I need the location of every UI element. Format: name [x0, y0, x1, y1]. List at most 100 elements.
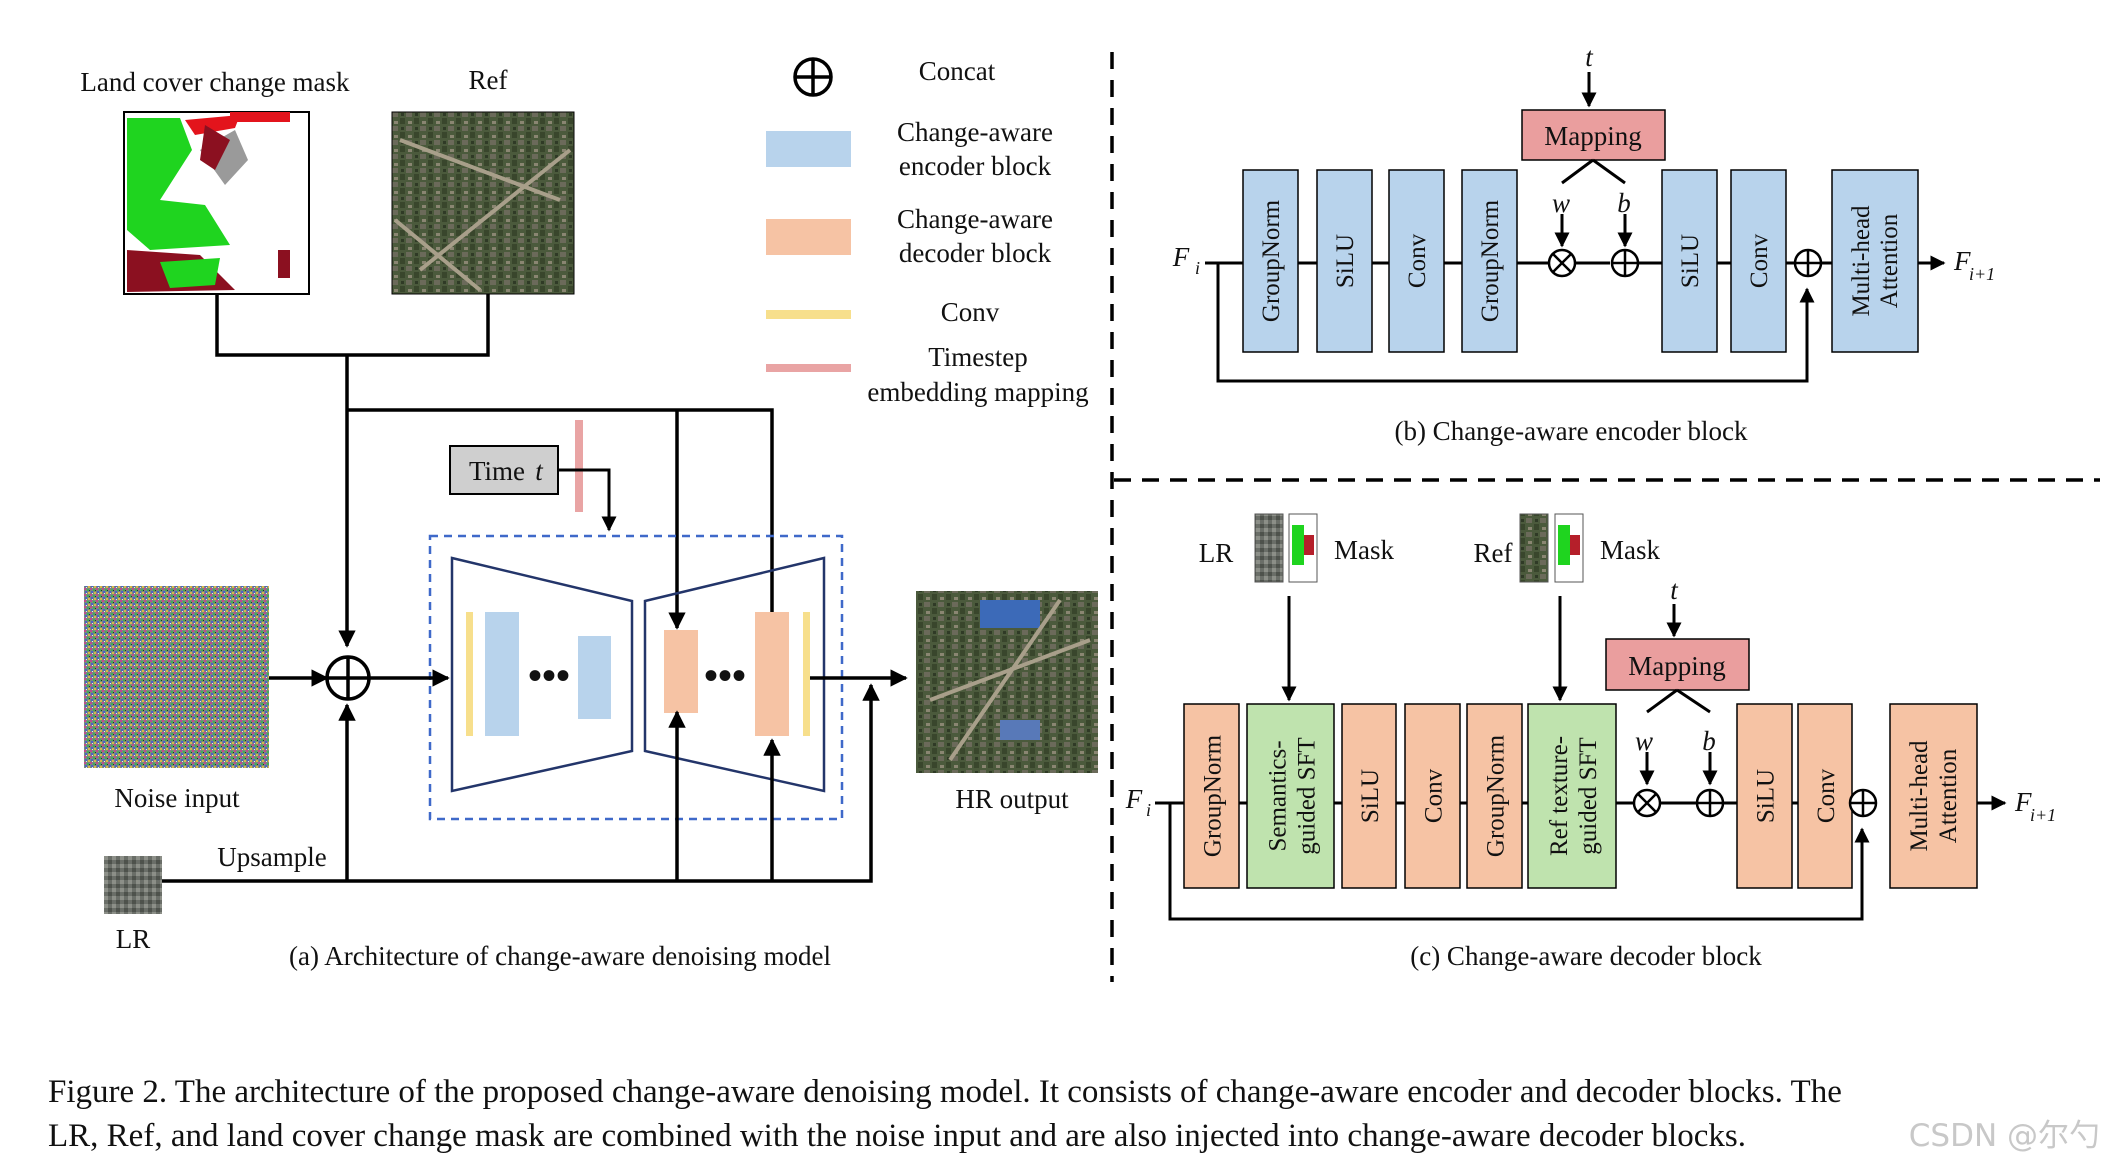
panel-c-block-groupnorm-2	[1466, 703, 1523, 889]
panel-b-caption: (b) Change-aware encoder block	[1394, 416, 1748, 446]
noise-input-image	[84, 586, 269, 768]
encoder-input-conv	[466, 612, 473, 736]
panel-c-block-label-groupnorm-1: GroupNorm	[1200, 734, 1227, 857]
legend-decoder-label-2: decoder block	[899, 238, 1052, 268]
panel-b-mapping-label: Mapping	[1544, 121, 1642, 151]
panel-c-block-groupnorm-1	[1183, 703, 1240, 889]
upsample-label: Upsample	[217, 842, 326, 872]
time-input-box	[449, 445, 559, 495]
mask-image-label: Land cover change mask	[80, 67, 350, 97]
encoder-block-1	[485, 612, 519, 736]
panel-b-output-sub: i+1	[1969, 264, 1995, 284]
concat-node	[325, 655, 371, 701]
panel-c-add-node	[1695, 788, 1725, 818]
panel-b-block-label-1: GroupNorm	[1258, 199, 1285, 322]
panel-c-input-sub: i	[1146, 800, 1151, 820]
panel-c-block-ref-texture-sft	[1527, 703, 1617, 889]
legend-encoder-swatch	[766, 131, 851, 167]
lr-to-output-line	[162, 683, 880, 883]
panel-b-b-label: b	[1617, 188, 1631, 218]
panel-c-residual-line	[1168, 803, 1870, 921]
panel-c-ref-thumb	[1519, 513, 1549, 583]
cond-to-decoder-2-line	[347, 408, 781, 630]
hr-output-image	[916, 591, 1098, 773]
panel-c-b-label: b	[1702, 726, 1716, 756]
panel-b-mapping-split	[1561, 158, 1626, 185]
concat-icon	[793, 57, 833, 97]
panel-c-mapping-split	[1646, 688, 1711, 714]
lr-label: LR	[116, 924, 151, 954]
panel-b-block-label-3: Conv	[1404, 233, 1431, 288]
panel-b-w-label: w	[1552, 188, 1570, 218]
panel-b-block-label-5: SiLU	[1677, 234, 1704, 288]
panel-c-blocks: GroupNorm Semantics-guided SFT SiLU Conv Gro…	[1183, 703, 1853, 889]
panel-b-attention-block	[1831, 169, 1919, 353]
time-label: Time	[469, 456, 525, 486]
panel-c-mask-thumb-2	[1554, 513, 1584, 583]
legend-encoder-label-2: encoder block	[899, 151, 1052, 181]
panel-c-mapping-label: Mapping	[1628, 651, 1726, 681]
panel-c-block-label-groupnorm-2: GroupNorm	[1483, 734, 1510, 857]
panel-b-block-4	[1461, 169, 1518, 353]
panel-c-attention-label-2: Attention	[1935, 748, 1962, 843]
panel-b-t-label: t	[1585, 42, 1594, 72]
panel-c-w-label: w	[1635, 726, 1653, 756]
figure-caption-line-1: Figure 2. The architecture of the propos…	[48, 1074, 1842, 1110]
mask-ref-connector	[215, 294, 490, 357]
panel-b-mapping-box	[1521, 109, 1666, 161]
panel-c-block-label-conv-1: Conv	[1421, 768, 1448, 823]
panel-b-block-2	[1316, 169, 1373, 353]
panel-b-multiply-node	[1547, 248, 1577, 278]
legend-timestep-label-1: Timestep	[928, 342, 1028, 372]
panel-c-ref-label: Ref	[1474, 538, 1513, 568]
time-to-unet-arrow	[558, 468, 617, 532]
decoder-trapezoid	[643, 556, 826, 793]
noise-input-label: Noise input	[114, 783, 240, 813]
decoder-block-n	[755, 612, 789, 736]
watermark: CSDN @尔勺	[1909, 1118, 2100, 1154]
panel-c-attention-block	[1889, 703, 1978, 889]
panel-c-block-label-semantics-sft-1: Semantics-	[1265, 740, 1292, 851]
decoder-output-conv	[803, 612, 810, 736]
panel-b-add-node	[1610, 248, 1640, 278]
ref-image	[391, 111, 575, 295]
ref-image-label: Ref	[469, 65, 508, 95]
panel-c-mask-thumb-1	[1288, 513, 1318, 583]
panel-c-block-silu-1	[1341, 703, 1397, 889]
legend-concat-label: Concat	[919, 56, 996, 86]
panel-b-block-1	[1242, 169, 1299, 353]
panel-b-block-label-6: Conv	[1746, 233, 1773, 288]
panel-b-block-3	[1388, 169, 1445, 353]
time-var-label: t	[535, 456, 544, 486]
legend-decoder-swatch	[766, 219, 851, 255]
lr-image	[104, 856, 162, 914]
encoder-block-n	[578, 636, 611, 719]
panel-c-output-main: F	[2014, 787, 2032, 817]
panel-c-output-sub: i+1	[2030, 805, 2056, 825]
panel-b-input-sub: i	[1195, 258, 1200, 278]
panel-c-block-label-silu-1: SiLU	[1357, 769, 1384, 823]
panel-b-block-label-4: GroupNorm	[1477, 199, 1504, 322]
panel-c-input-main: F	[1125, 784, 1143, 814]
legend-timestep-swatch	[766, 364, 851, 372]
hr-output-label: HR output	[955, 784, 1069, 814]
panel-b-residual-add-node	[1793, 248, 1823, 278]
panel-c-block-semantics-sft	[1246, 703, 1335, 889]
legend-conv-label: Conv	[941, 297, 1000, 327]
legend: Concat Change-aware encoder block Change…	[766, 56, 1089, 407]
panel-b-block-6	[1730, 169, 1787, 353]
panel-b-block-5	[1661, 169, 1718, 353]
decoder-ellipsis: •••	[704, 653, 746, 698]
decoder-block-1	[664, 630, 698, 713]
land-cover-change-mask-image	[123, 111, 310, 295]
legend-decoder-label-1: Change-aware	[897, 204, 1053, 234]
panel-b-residual-line	[1216, 263, 1815, 383]
panel-c-block-label-semantics-sft-2: guided SFT	[1294, 737, 1321, 854]
panel-a-caption: (a) Architecture of change-aware denoisi…	[289, 941, 831, 971]
encoder-ellipsis: •••	[528, 653, 570, 698]
legend-timestep-label-2: embedding mapping	[867, 377, 1088, 407]
panel-c-mask-label-2: Mask	[1600, 535, 1660, 565]
